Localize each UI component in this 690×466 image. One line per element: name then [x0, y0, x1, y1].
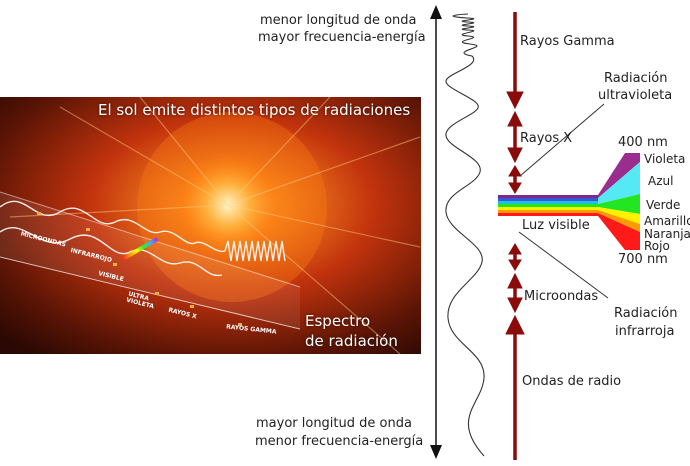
color-label-naranja: Naranja: [644, 227, 690, 241]
band-label-gamma: Rayos Gamma: [520, 34, 615, 49]
callout-ir-line1: Radiación: [614, 306, 678, 321]
band-label-visible: Luz visible: [522, 218, 590, 233]
callout-uv-line2: ultravioleta: [598, 88, 673, 103]
visible-strip: [498, 195, 598, 216]
callout-lines: [518, 103, 609, 299]
wavelength-wave: [445, 13, 485, 457]
scale-bottom-line2: menor frecuencia-energía: [255, 434, 424, 449]
scale-top-line1: menor longitud de onda: [260, 13, 417, 28]
photo-caption-line1: Espectro: [305, 312, 371, 330]
nm-top-label: 400 nm: [618, 135, 668, 150]
sun-photo-illustration: [0, 97, 421, 354]
color-label-rojo: Rojo: [644, 239, 670, 253]
visible-fan: [598, 153, 640, 250]
wavelength-axis: [430, 5, 442, 459]
band-label-microwave: Microondas: [524, 289, 599, 304]
color-label-verde: Verde: [646, 198, 681, 212]
color-label-violeta: Violeta: [644, 152, 686, 166]
photo-caption: Espectro de radiación: [305, 311, 398, 351]
photo-title: El sol emite distintos tipos de radiacio…: [98, 101, 411, 119]
color-label-amarillo: Amarillo: [644, 214, 690, 228]
nm-bottom-label: 700 nm: [618, 252, 668, 267]
band-label-xray: Rayos X: [520, 131, 573, 146]
sun-radiation-photo: MICROONDAS INFRARROJO VISIBLE ULTRA VIOL…: [0, 97, 421, 354]
band-arrows: [505, 12, 525, 460]
band-label-radio: Ondas de radio: [522, 374, 622, 389]
photo-caption-line2: de radiación: [305, 332, 398, 350]
scale-top-line2: mayor frecuencia-energía: [258, 30, 426, 45]
callout-uv-line1: Radiación: [604, 71, 668, 86]
scale-bottom-line1: mayor longitud de onda: [256, 416, 412, 431]
callout-ir-line2: infrarroja: [615, 324, 675, 339]
color-label-azul: Azul: [648, 174, 674, 188]
